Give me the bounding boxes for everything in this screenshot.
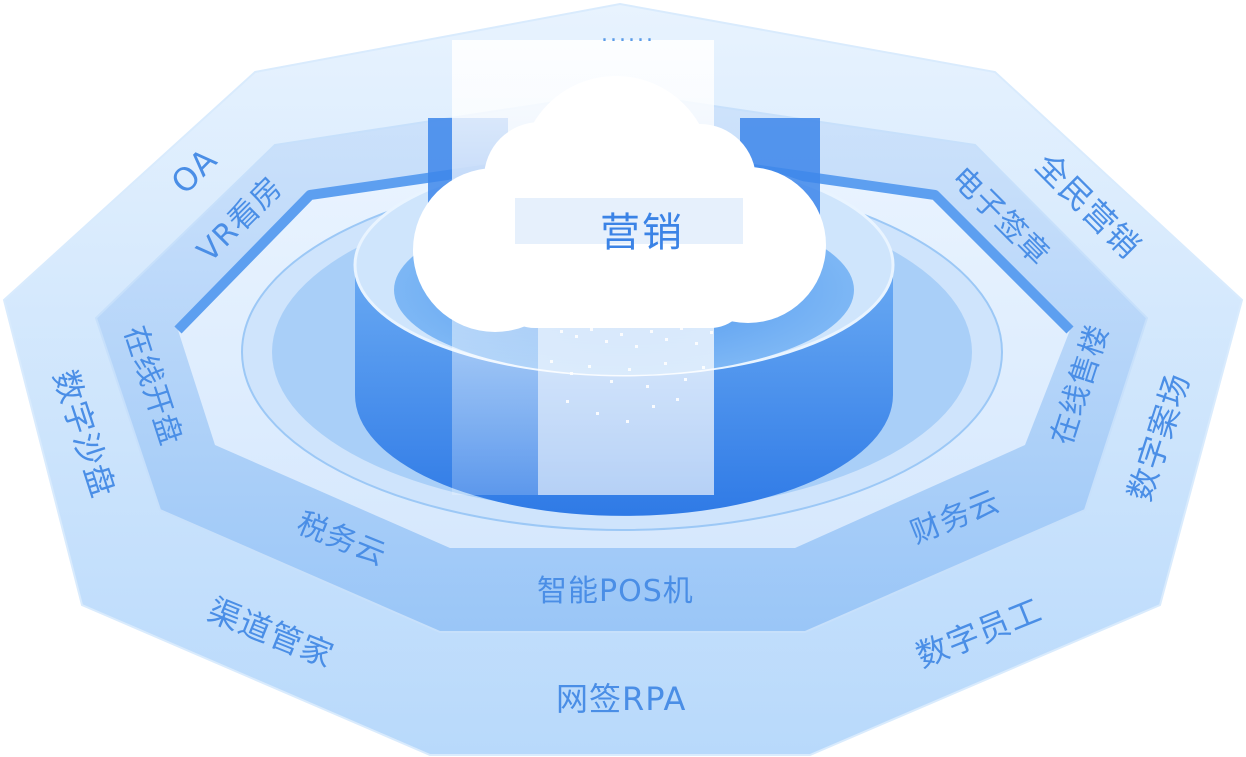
- cloud-label-panel: [515, 198, 743, 244]
- label-zhineng-pos: 智能POS机: [537, 574, 694, 609]
- top-dots: ......: [601, 22, 655, 47]
- center-title: 营销: [600, 210, 684, 256]
- label-wangqian-rpa: 网签RPA: [556, 680, 687, 718]
- data-dots: [545, 325, 713, 423]
- beam-core: [538, 300, 714, 495]
